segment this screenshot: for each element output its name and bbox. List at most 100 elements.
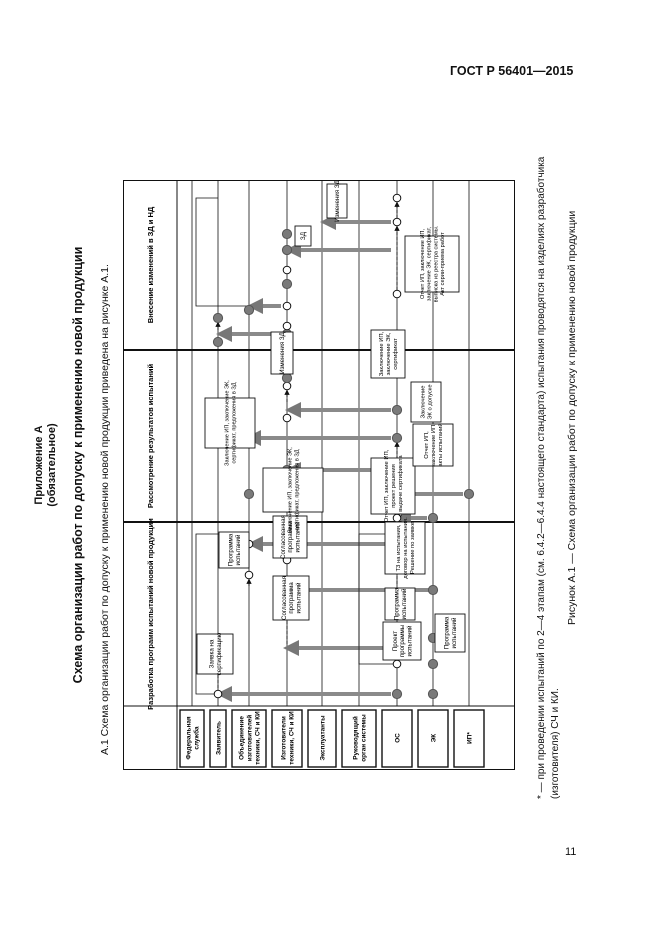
activity-node [427, 658, 439, 670]
phase-header-3: Внесение изменений в ЗД и НД [146, 206, 155, 323]
box-text: Отчет ИП, [424, 431, 430, 459]
decision-node [282, 381, 292, 391]
process-diagram: Разработка программ испытаний новой прод… [123, 180, 515, 770]
box-zd [294, 225, 312, 247]
connector-line [358, 533, 397, 665]
activity-node [427, 512, 439, 524]
decision-node [392, 193, 402, 203]
activity-node [427, 688, 439, 700]
participant-label: ИП* [467, 732, 474, 744]
participant-label: техники, СЧ и КИ [288, 711, 295, 765]
participant-box-1 [179, 709, 205, 768]
box-otchet_final [404, 235, 460, 293]
box-text: испытаний [294, 521, 301, 552]
box-text: Изменения ЗД [279, 331, 286, 374]
participant-label: техники, СЧ и КИ [254, 711, 261, 765]
activity-node [212, 312, 224, 324]
decision-node [392, 659, 402, 669]
box-text: заключение ИП, [431, 423, 437, 467]
participant-label: служба [192, 726, 200, 750]
box-zakl_obj [204, 397, 256, 449]
phase-header-2: Рассмотрение результатов испытаний [146, 364, 155, 509]
box-text: Согласованная [281, 576, 288, 620]
activity-node [243, 488, 255, 500]
activity-node [281, 278, 293, 290]
participant-box-6 [341, 709, 377, 768]
box-text: испытаний [235, 534, 242, 565]
box-text: Заключение ИП, заключение ЭК, [288, 447, 294, 533]
box-text: ЭК о допуске [427, 384, 433, 419]
box-izm_izg [270, 331, 294, 375]
appendix-block: Приложение А (обязательное) [33, 365, 59, 565]
box-text: Изменения ЗД [334, 180, 341, 222]
box-proekt [382, 621, 422, 661]
connector-line [195, 197, 249, 307]
box-text: заключение ЭК, сертификат, [427, 226, 433, 301]
box-text: Отчет ИП, заключение ИП, [420, 229, 426, 299]
box-text: испытаний [451, 617, 458, 648]
box-zakl_ek [410, 381, 442, 423]
box-prog_obj [218, 531, 250, 569]
box-text: ЗД [300, 231, 307, 240]
footnote: * — при проведении испытаний по 2—4 этап… [536, 156, 561, 799]
participant-label: Объединение [238, 716, 246, 760]
decision-node [392, 217, 402, 227]
box-text: испытаний [295, 582, 302, 613]
decision-node [282, 301, 292, 311]
activity-node [427, 584, 439, 596]
box-text: программа [287, 521, 294, 553]
participant-label: орган системы [360, 714, 367, 762]
box-text: акты испытаний [437, 423, 444, 466]
box-text: Заключение [421, 386, 427, 419]
box-zakl_izg [262, 467, 324, 513]
box-soglas_izg [272, 575, 310, 621]
activity-node [281, 372, 293, 384]
participant-label: Эксплуатанты [320, 715, 327, 761]
participant-label: изготовителей [246, 715, 254, 761]
box-text: Акт серии-приема работ [440, 232, 446, 296]
activity-node [391, 404, 403, 416]
intro-paragraph: А.1 Схема организации работ по допуску к… [99, 264, 111, 755]
box-text: Проект [392, 631, 399, 652]
participant-box-3 [231, 709, 267, 768]
participant-box-8 [417, 709, 449, 768]
participant-box-4 [271, 709, 303, 768]
box-text: Заключение ИП, заключение ЭК, [225, 380, 231, 466]
box-text: Заключение ИП, [379, 331, 385, 376]
box-text: ТЗ на испытания, [396, 524, 402, 571]
box-zakl_os [370, 329, 406, 379]
box-prog_ek [434, 613, 466, 653]
box-text: сертификат, предложения в ЗД [231, 382, 237, 463]
activity-node [391, 432, 403, 444]
box-soglas_rev [272, 515, 308, 559]
box-text: испытаний [406, 625, 413, 656]
box-prog_os [384, 587, 416, 621]
participant-label: Заявитель [216, 721, 223, 755]
participant-box-5 [307, 709, 337, 768]
participant-label: ЭК [431, 734, 438, 743]
activity-node [243, 304, 255, 316]
box-text: Программа [228, 533, 235, 566]
appendix-status: (обязательное) [46, 423, 58, 507]
participant-label: Изготовители [281, 716, 288, 760]
activity-node [391, 688, 403, 700]
box-text: программа [288, 582, 295, 614]
decision-node [282, 321, 292, 331]
box-text: заключение ЭК, [386, 332, 392, 375]
appendix-heading: Схема организации работ по допуску к при… [71, 246, 85, 684]
decision-node [282, 413, 292, 423]
box-text: Заявка на [209, 639, 216, 668]
box-text: испытаний [401, 588, 408, 619]
decision-node [213, 689, 223, 699]
box-text: сертификат, предложения в ЗД [294, 449, 300, 530]
phase-header-1: Разработка программ испытаний новой прод… [146, 518, 155, 710]
figure-caption: Рисунок А.1 — Схема организации работ по… [566, 210, 578, 625]
box-text: Программа [444, 616, 451, 649]
box-text: Отчет ИП, заключение ИП, [384, 449, 390, 522]
page-number: 11 [565, 846, 577, 858]
decision-node [244, 570, 254, 580]
box-text: программы [399, 624, 406, 657]
participant-label: ОС [395, 733, 402, 743]
box-zayavka [196, 633, 234, 675]
box-text: сертификацию [216, 632, 223, 675]
